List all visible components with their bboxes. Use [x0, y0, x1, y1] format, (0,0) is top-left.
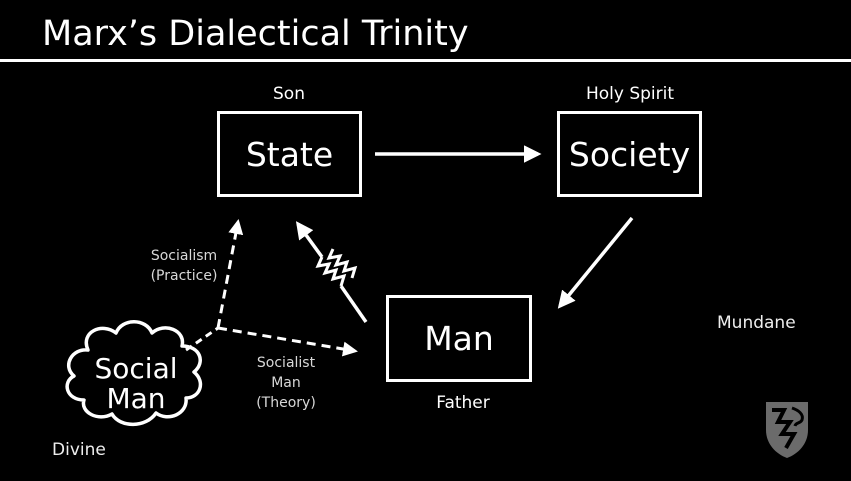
arrow-socialman-to-man	[217, 326, 358, 357]
socialist-man-note: Socialist Man (Theory)	[256, 353, 316, 413]
slide-title: Marx’s Dialectical Trinity	[42, 14, 469, 54]
social-man-cloud-shape	[65, 320, 203, 427]
title-divider	[0, 59, 851, 62]
socialist-man-line3: (Theory)	[256, 395, 316, 411]
socialism-line1: Socialism	[150, 248, 218, 264]
arrow-society-to-man	[557, 216, 634, 309]
man-caption: Father	[436, 393, 490, 413]
shield-logo-icon	[766, 402, 808, 458]
socialist-man-line2: Man	[271, 375, 301, 391]
socialism-note: Socialism (Practice)	[151, 246, 218, 286]
divine-label: Divine	[52, 440, 106, 460]
society-box: Society	[557, 111, 702, 197]
arrow-socialman-to-state	[216, 219, 244, 329]
social-man-line1: Social	[94, 352, 178, 385]
mundane-label: Mundane	[717, 313, 796, 333]
socialist-man-line1: Socialist	[256, 355, 316, 371]
socialism-line2: (Practice)	[150, 268, 218, 284]
state-box: State	[217, 111, 362, 197]
arrow-man-to-state	[295, 221, 368, 323]
state-caption: Son	[273, 84, 305, 104]
social-man-line2: Man	[106, 382, 166, 415]
social-man-label: Social Man	[94, 354, 177, 414]
society-caption: Holy Spirit	[585, 84, 675, 104]
man-box: Man	[386, 295, 532, 382]
